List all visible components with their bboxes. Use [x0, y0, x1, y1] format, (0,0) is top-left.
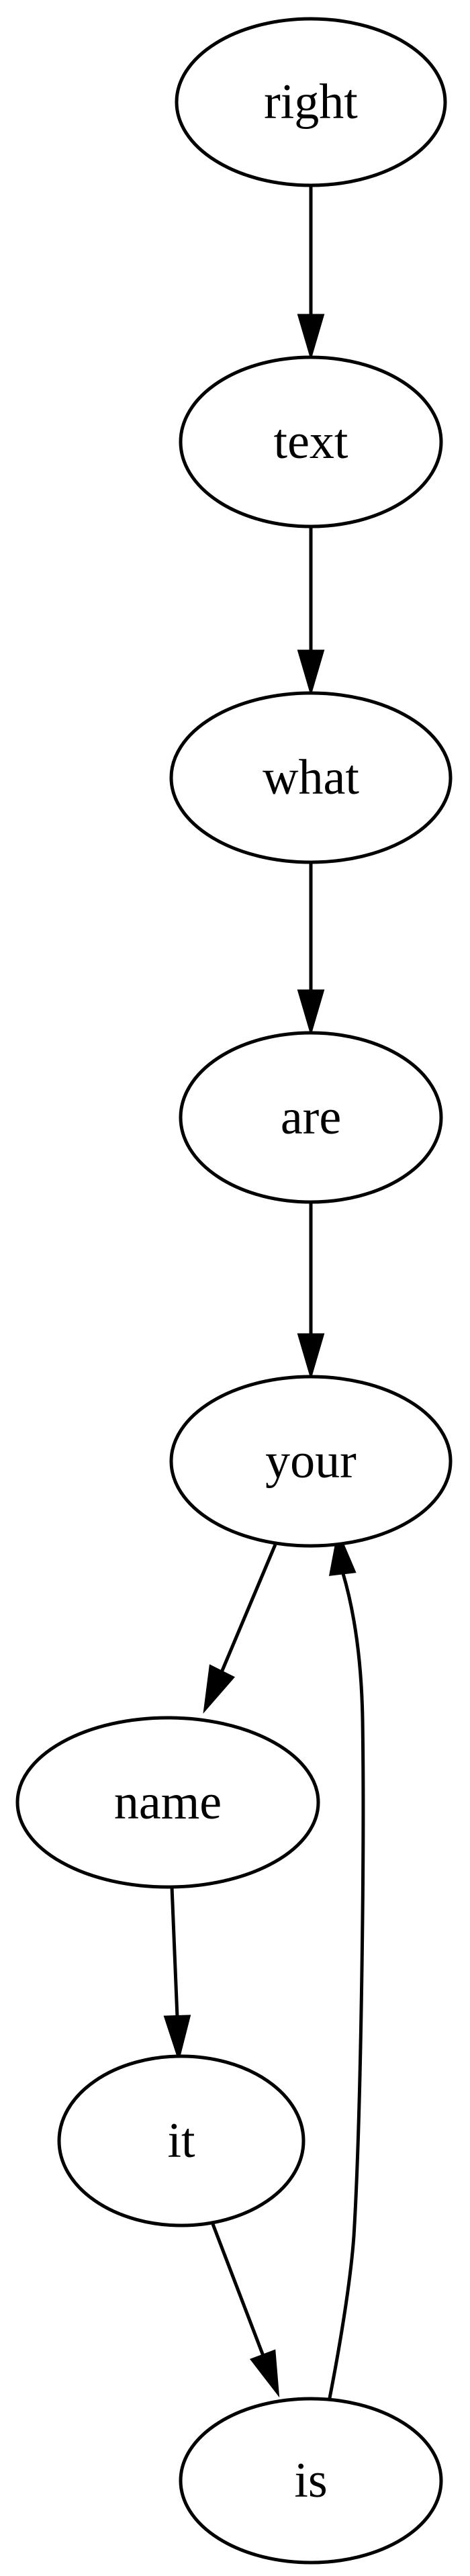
svg-text:what: what [263, 750, 359, 805]
node-name: name [15, 1716, 320, 1889]
edge-what-are [297, 862, 325, 1036]
edge-name-it [163, 1886, 191, 2062]
node-are: are [179, 1031, 443, 1204]
node-is: is [179, 2397, 443, 2565]
svg-text:it: it [167, 2113, 195, 2168]
node-what: what [169, 691, 453, 864]
node-your: your [169, 1375, 453, 1548]
svg-text:are: are [281, 1090, 341, 1145]
edge-are-your [297, 1202, 325, 1380]
svg-text:is: is [294, 2453, 327, 2508]
node-right: right [175, 17, 447, 187]
edge-is-your [327, 1529, 365, 2402]
svg-text:right: right [264, 75, 358, 130]
svg-text:text: text [274, 414, 348, 469]
node-it: it [57, 2054, 306, 2227]
edge-text-what [297, 526, 325, 696]
svg-text:your: your [265, 1434, 357, 1489]
svg-text:name: name [114, 1775, 222, 1830]
node-text: text [179, 355, 443, 528]
edge-your-name [203, 1544, 277, 1714]
edge-right-text [297, 185, 325, 361]
edge-it-is [211, 2223, 280, 2398]
